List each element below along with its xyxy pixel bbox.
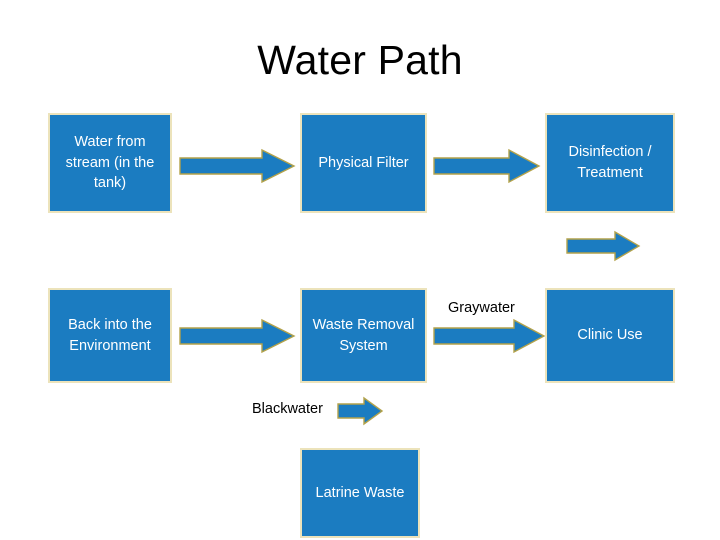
box-latrine-waste[interactable]: Latrine Waste bbox=[300, 448, 420, 538]
box-clinic-use[interactable]: Clinic Use bbox=[545, 288, 675, 383]
box-disinfection-treatment-label: Disinfection / Treatment bbox=[568, 144, 652, 181]
box-disinfection-treatment[interactable]: Disinfection / Treatment bbox=[545, 113, 675, 213]
box-latrine-waste-label: Latrine Waste bbox=[315, 484, 405, 501]
blackwater-label: Blackwater bbox=[252, 401, 323, 417]
box-back-into-environment-label: Back into the Environment bbox=[68, 316, 152, 354]
arrow-filter-to-disinfection[interactable] bbox=[433, 148, 541, 184]
box-clinic-use-label: Clinic Use bbox=[577, 327, 643, 344]
graywater-label: Graywater bbox=[448, 300, 515, 316]
box-physical-filter-label: Physical Filter bbox=[318, 154, 409, 171]
arrow-clinic-to-waste-removal[interactable] bbox=[433, 318, 546, 354]
arrow-stream-to-filter[interactable] bbox=[179, 148, 296, 184]
arrow-waste-removal-to-environment[interactable] bbox=[179, 318, 296, 354]
box-waste-removal-system[interactable]: Waste Removal System bbox=[300, 288, 427, 383]
arrow-latrine-to-waste-removal[interactable] bbox=[337, 396, 384, 426]
box-back-into-environment[interactable]: Back into the Environment bbox=[48, 288, 172, 383]
box-water-from-stream[interactable]: Water from stream (in the tank) bbox=[48, 113, 172, 213]
box-water-from-stream-label: Water from stream (in the tank) bbox=[65, 134, 155, 192]
arrow-disinfection-to-clinic[interactable] bbox=[566, 230, 641, 262]
page-title: Water Path bbox=[257, 37, 463, 83]
box-waste-removal-system-label: Waste Removal System bbox=[312, 316, 415, 354]
box-physical-filter[interactable]: Physical Filter bbox=[300, 113, 427, 213]
